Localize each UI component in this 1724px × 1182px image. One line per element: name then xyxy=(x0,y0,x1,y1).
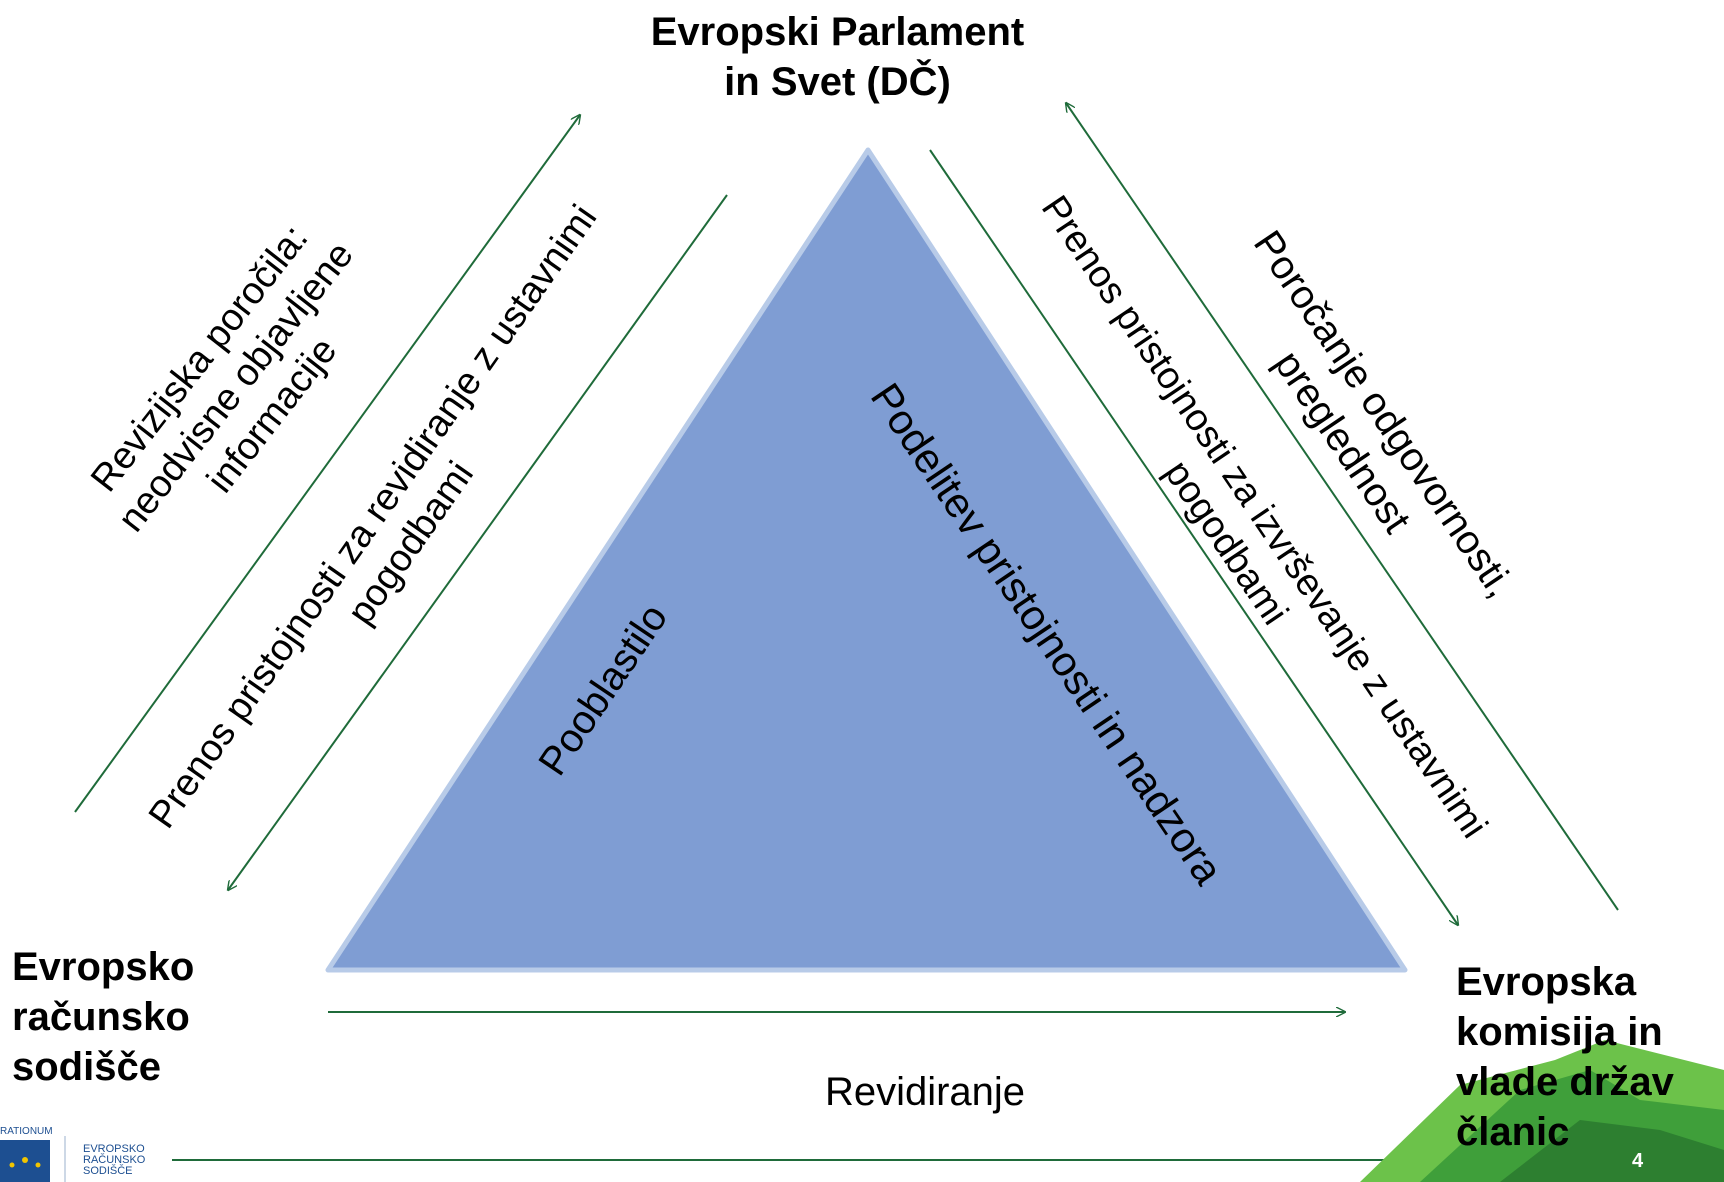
node-commission-line-2: komisija in xyxy=(1456,1010,1663,1054)
label-auditing: Revidiranje xyxy=(824,1070,1026,1114)
arrow-to-parliament xyxy=(74,115,580,813)
arrow-accountability xyxy=(1066,103,1619,911)
arrow-to-commission xyxy=(929,149,1458,925)
node-commission-line-1: Evropska xyxy=(1456,960,1637,1004)
node-court-line-1: Evropsko xyxy=(12,945,195,989)
logo-text-line-2: RAČUNSKO xyxy=(83,1154,146,1166)
node-court-of-auditors: Evropsko računsko sodišče xyxy=(12,942,194,1092)
page-number: 4 xyxy=(1632,1150,1644,1172)
node-commission-line-3: vlade držav xyxy=(1456,1060,1674,1104)
logo-text-line-1: EVROPSKO xyxy=(83,1143,145,1155)
logo-arc-text: RATIONUM xyxy=(0,1126,53,1137)
arrow-to-court xyxy=(228,194,728,890)
corner-decoration xyxy=(1360,1040,1724,1182)
node-commission: Evropska komisija in vlade držav članic xyxy=(1456,957,1674,1157)
logo-text-line-3: SODIŠČE xyxy=(83,1165,133,1177)
node-parliament-line-2: in Svet (DČ) xyxy=(724,60,951,104)
node-parliament: Evropski Parlament in Svet (DČ) xyxy=(600,7,1075,107)
node-parliament-line-1: Evropski Parlament xyxy=(650,10,1025,54)
logo-emblem xyxy=(0,1136,66,1182)
node-commission-line-4: članic xyxy=(1456,1110,1570,1154)
logo-text: EVROPSKO RAČUNSKO SODIŠČE xyxy=(83,1144,145,1177)
node-court-line-3: sodišče xyxy=(12,1045,161,1089)
central-triangle xyxy=(325,147,1408,973)
node-court-line-2: računsko xyxy=(12,995,190,1039)
